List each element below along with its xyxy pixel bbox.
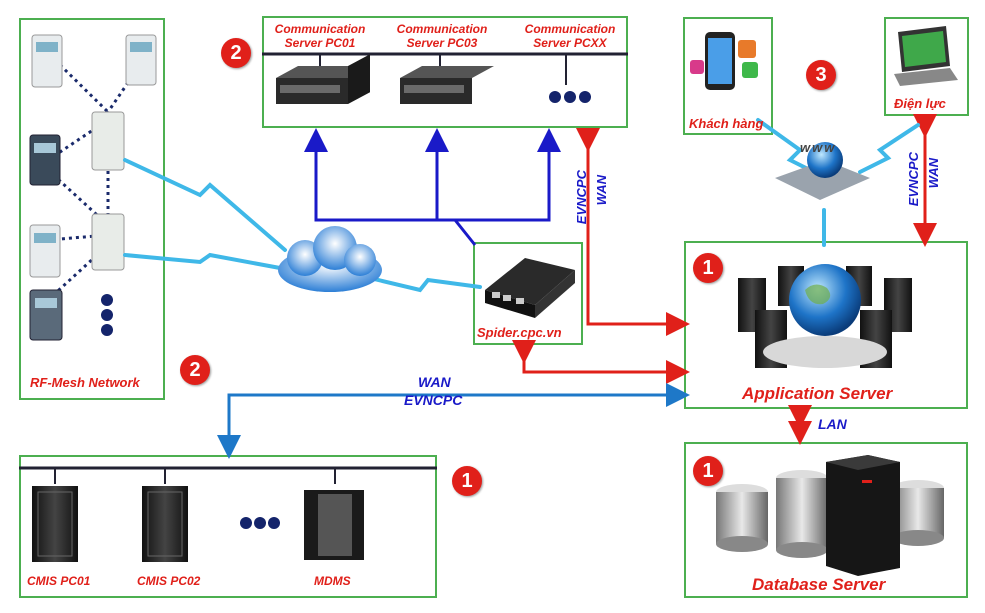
cmis-pc01-rack xyxy=(32,486,78,562)
www-label: www xyxy=(800,140,837,155)
right-wan-label: WAN xyxy=(926,158,941,189)
mdms-rack xyxy=(304,490,364,560)
electric-meters xyxy=(29,34,157,341)
cloud-icon xyxy=(278,226,382,292)
app-server-label: Application Server xyxy=(742,384,893,403)
cmis-wan-label: WAN xyxy=(418,374,451,390)
spider-device-icon xyxy=(485,258,575,318)
database-disks-icon xyxy=(716,455,944,576)
comm-server-pc03-device xyxy=(400,66,494,104)
mid-evncpc-label: EVNCPC xyxy=(574,170,589,225)
customer-label: Khách hàng xyxy=(689,116,764,131)
comm-server-more-dots xyxy=(549,91,591,103)
power-company-label: Điện lực xyxy=(894,96,946,111)
comm-bus xyxy=(262,52,628,85)
cmis-more-dots xyxy=(240,517,280,529)
cmis-pc02-rack xyxy=(142,486,188,562)
spider-label: Spider.cpc.vn xyxy=(477,325,562,340)
comm-server-pc01-device xyxy=(276,54,370,104)
mdms-label: MDMS xyxy=(314,574,351,588)
cmis-evncpc-label: EVNCPC xyxy=(404,392,463,408)
db-server-label: Database Server xyxy=(752,575,886,594)
rf-more-dots xyxy=(101,294,113,336)
spider-to-comm-lines xyxy=(304,128,561,246)
red-wan-links xyxy=(512,114,937,445)
cmis-pc01-label: CMIS PC01 xyxy=(27,574,91,588)
right-evncpc-label: EVNCPC xyxy=(906,152,921,207)
www-globe-icon xyxy=(775,142,870,200)
badge-web: 3 xyxy=(806,60,836,90)
lan-label: LAN xyxy=(818,416,847,432)
comm-server-pc01-label: Communication Server PC01 xyxy=(274,22,366,50)
badge-db-server: 1 xyxy=(693,456,723,486)
cmis-pc02-label: CMIS PC02 xyxy=(137,574,201,588)
app-server-cluster-icon xyxy=(738,264,912,368)
comm-server-pc03-label: Communication Server PC03 xyxy=(396,22,488,50)
badge-app-server: 1 xyxy=(693,253,723,283)
rf-mesh-label: RF-Mesh Network xyxy=(30,375,140,390)
cmis-bus xyxy=(19,466,437,484)
cmis-wan-link xyxy=(217,383,690,459)
badge-cmis: 1 xyxy=(452,466,482,496)
badge-rf-mesh: 2 xyxy=(180,355,210,385)
comm-server-pcxx-label: Communication Server PCXX xyxy=(524,22,616,50)
smartphone-icon xyxy=(690,32,758,90)
mid-wan-label: WAN xyxy=(594,175,609,206)
badge-comm-servers: 2 xyxy=(221,38,251,68)
laptop-icon xyxy=(894,26,958,86)
